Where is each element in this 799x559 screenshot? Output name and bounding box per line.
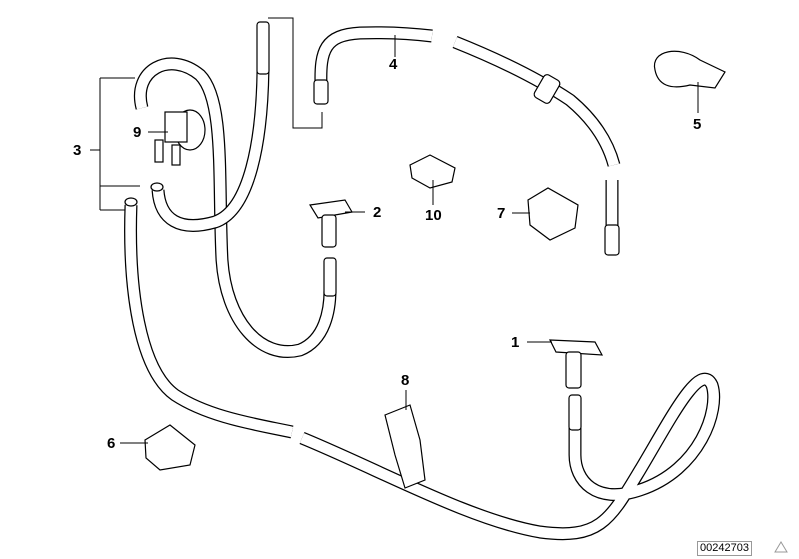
label-9: 9 (133, 124, 142, 141)
leader-lines (90, 17, 699, 444)
nozzle-part-2 (309, 199, 353, 248)
label-1: 1 (511, 334, 520, 351)
drawing-number: 00242703 (697, 541, 752, 556)
hose-part-4 (313, 26, 621, 256)
clip-part-6 (144, 424, 196, 471)
label-8: 8 (401, 372, 410, 389)
label-5: 5 (693, 116, 702, 133)
hose-lower-left (124, 197, 294, 439)
warning-triangle-icon (774, 541, 788, 553)
clip-part-5 (653, 50, 726, 89)
label-3: 3 (73, 142, 82, 159)
hose-top-center (150, 21, 270, 232)
hose-lower-right (299, 372, 721, 541)
valve-part-9 (154, 109, 206, 166)
nozzle-part-1 (549, 339, 604, 389)
clip-part-8 (384, 404, 426, 489)
clip-part-7 (527, 187, 579, 241)
hose-upper-loop (133, 57, 337, 358)
label-4: 4 (389, 56, 398, 73)
label-6: 6 (107, 435, 116, 452)
clip-part-10 (409, 154, 456, 189)
label-7: 7 (497, 205, 506, 222)
label-10: 10 (425, 207, 442, 224)
label-2: 2 (373, 204, 382, 221)
